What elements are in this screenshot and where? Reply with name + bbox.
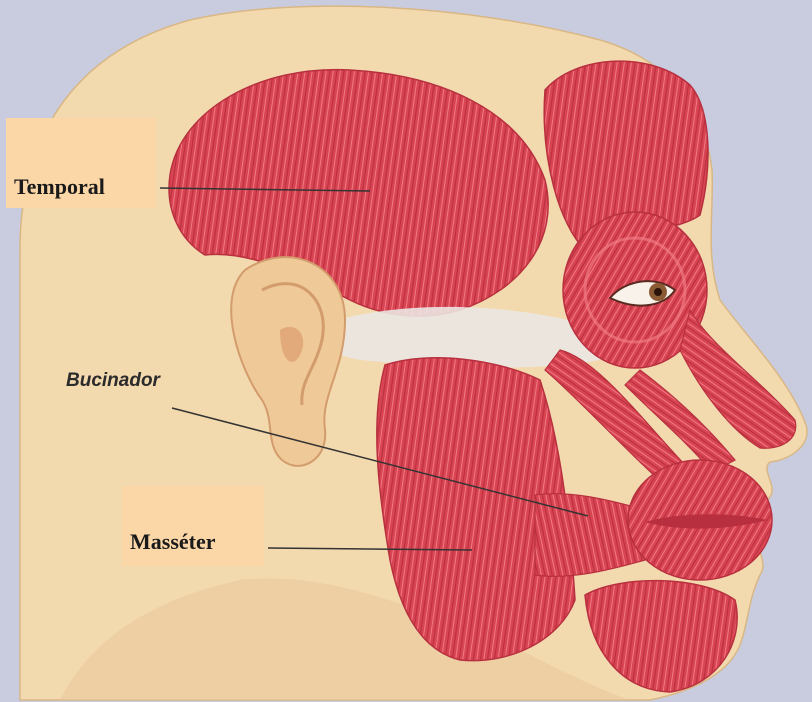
- masseter-label: Masséter: [130, 529, 216, 555]
- bucinador-label: Bucinador: [66, 370, 160, 392]
- temporal-label: Temporal: [14, 174, 105, 200]
